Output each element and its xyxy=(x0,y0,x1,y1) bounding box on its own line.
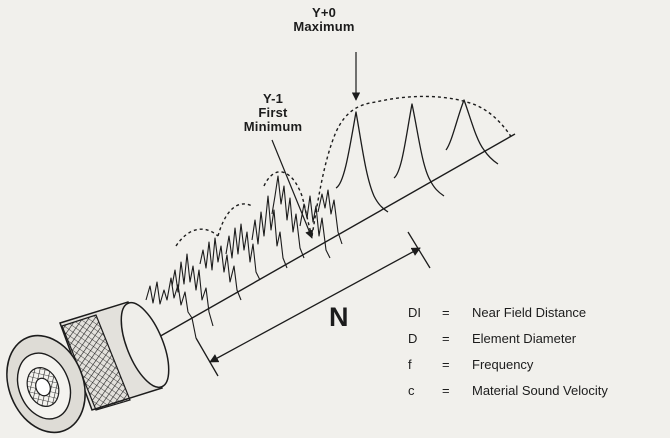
legend-description: Element Diameter xyxy=(472,330,577,346)
legend: DI = Near Field Distance D = Element Dia… xyxy=(406,299,608,403)
legend-description: Frequency xyxy=(472,356,534,372)
legend-row: c = Material Sound Velocity xyxy=(406,377,608,403)
legend-row: DI = Near Field Distance xyxy=(406,299,608,325)
maximum-callout: Y+0 Maximum xyxy=(276,6,372,34)
legend-equals: = xyxy=(442,330,450,346)
legend-row: D = Element Diameter xyxy=(406,325,608,351)
far-field-beam-profiles xyxy=(335,99,499,213)
transducer xyxy=(6,301,170,434)
legend-symbol: DI xyxy=(408,304,421,320)
callout-pointers xyxy=(271,52,361,239)
legend-equals: = xyxy=(442,382,450,398)
legend-row: f = Frequency xyxy=(406,351,608,377)
legend-equals: = xyxy=(442,304,450,320)
first-minimum-callout-line3: Minimum xyxy=(243,119,303,134)
first-minimum-callout: Y-1 First Minimum xyxy=(228,92,318,134)
near-field-waveforms xyxy=(145,175,343,339)
first-minimum-callout-line2: First xyxy=(258,105,288,120)
first-minimum-callout-line1: Y-1 xyxy=(262,91,284,106)
legend-symbol: f xyxy=(408,356,412,372)
maximum-callout-line2: Maximum xyxy=(293,19,355,34)
legend-equals: = xyxy=(442,356,450,372)
near-field-dimension xyxy=(195,231,431,377)
legend-symbol: c xyxy=(408,382,415,398)
near-field-label: N xyxy=(329,302,349,332)
legend-description: Material Sound Velocity xyxy=(472,382,608,398)
maximum-callout-line1: Y+0 xyxy=(311,5,337,20)
legend-symbol: D xyxy=(408,330,418,346)
legend-description: Near Field Distance xyxy=(472,304,587,320)
beam-envelope xyxy=(175,95,513,247)
